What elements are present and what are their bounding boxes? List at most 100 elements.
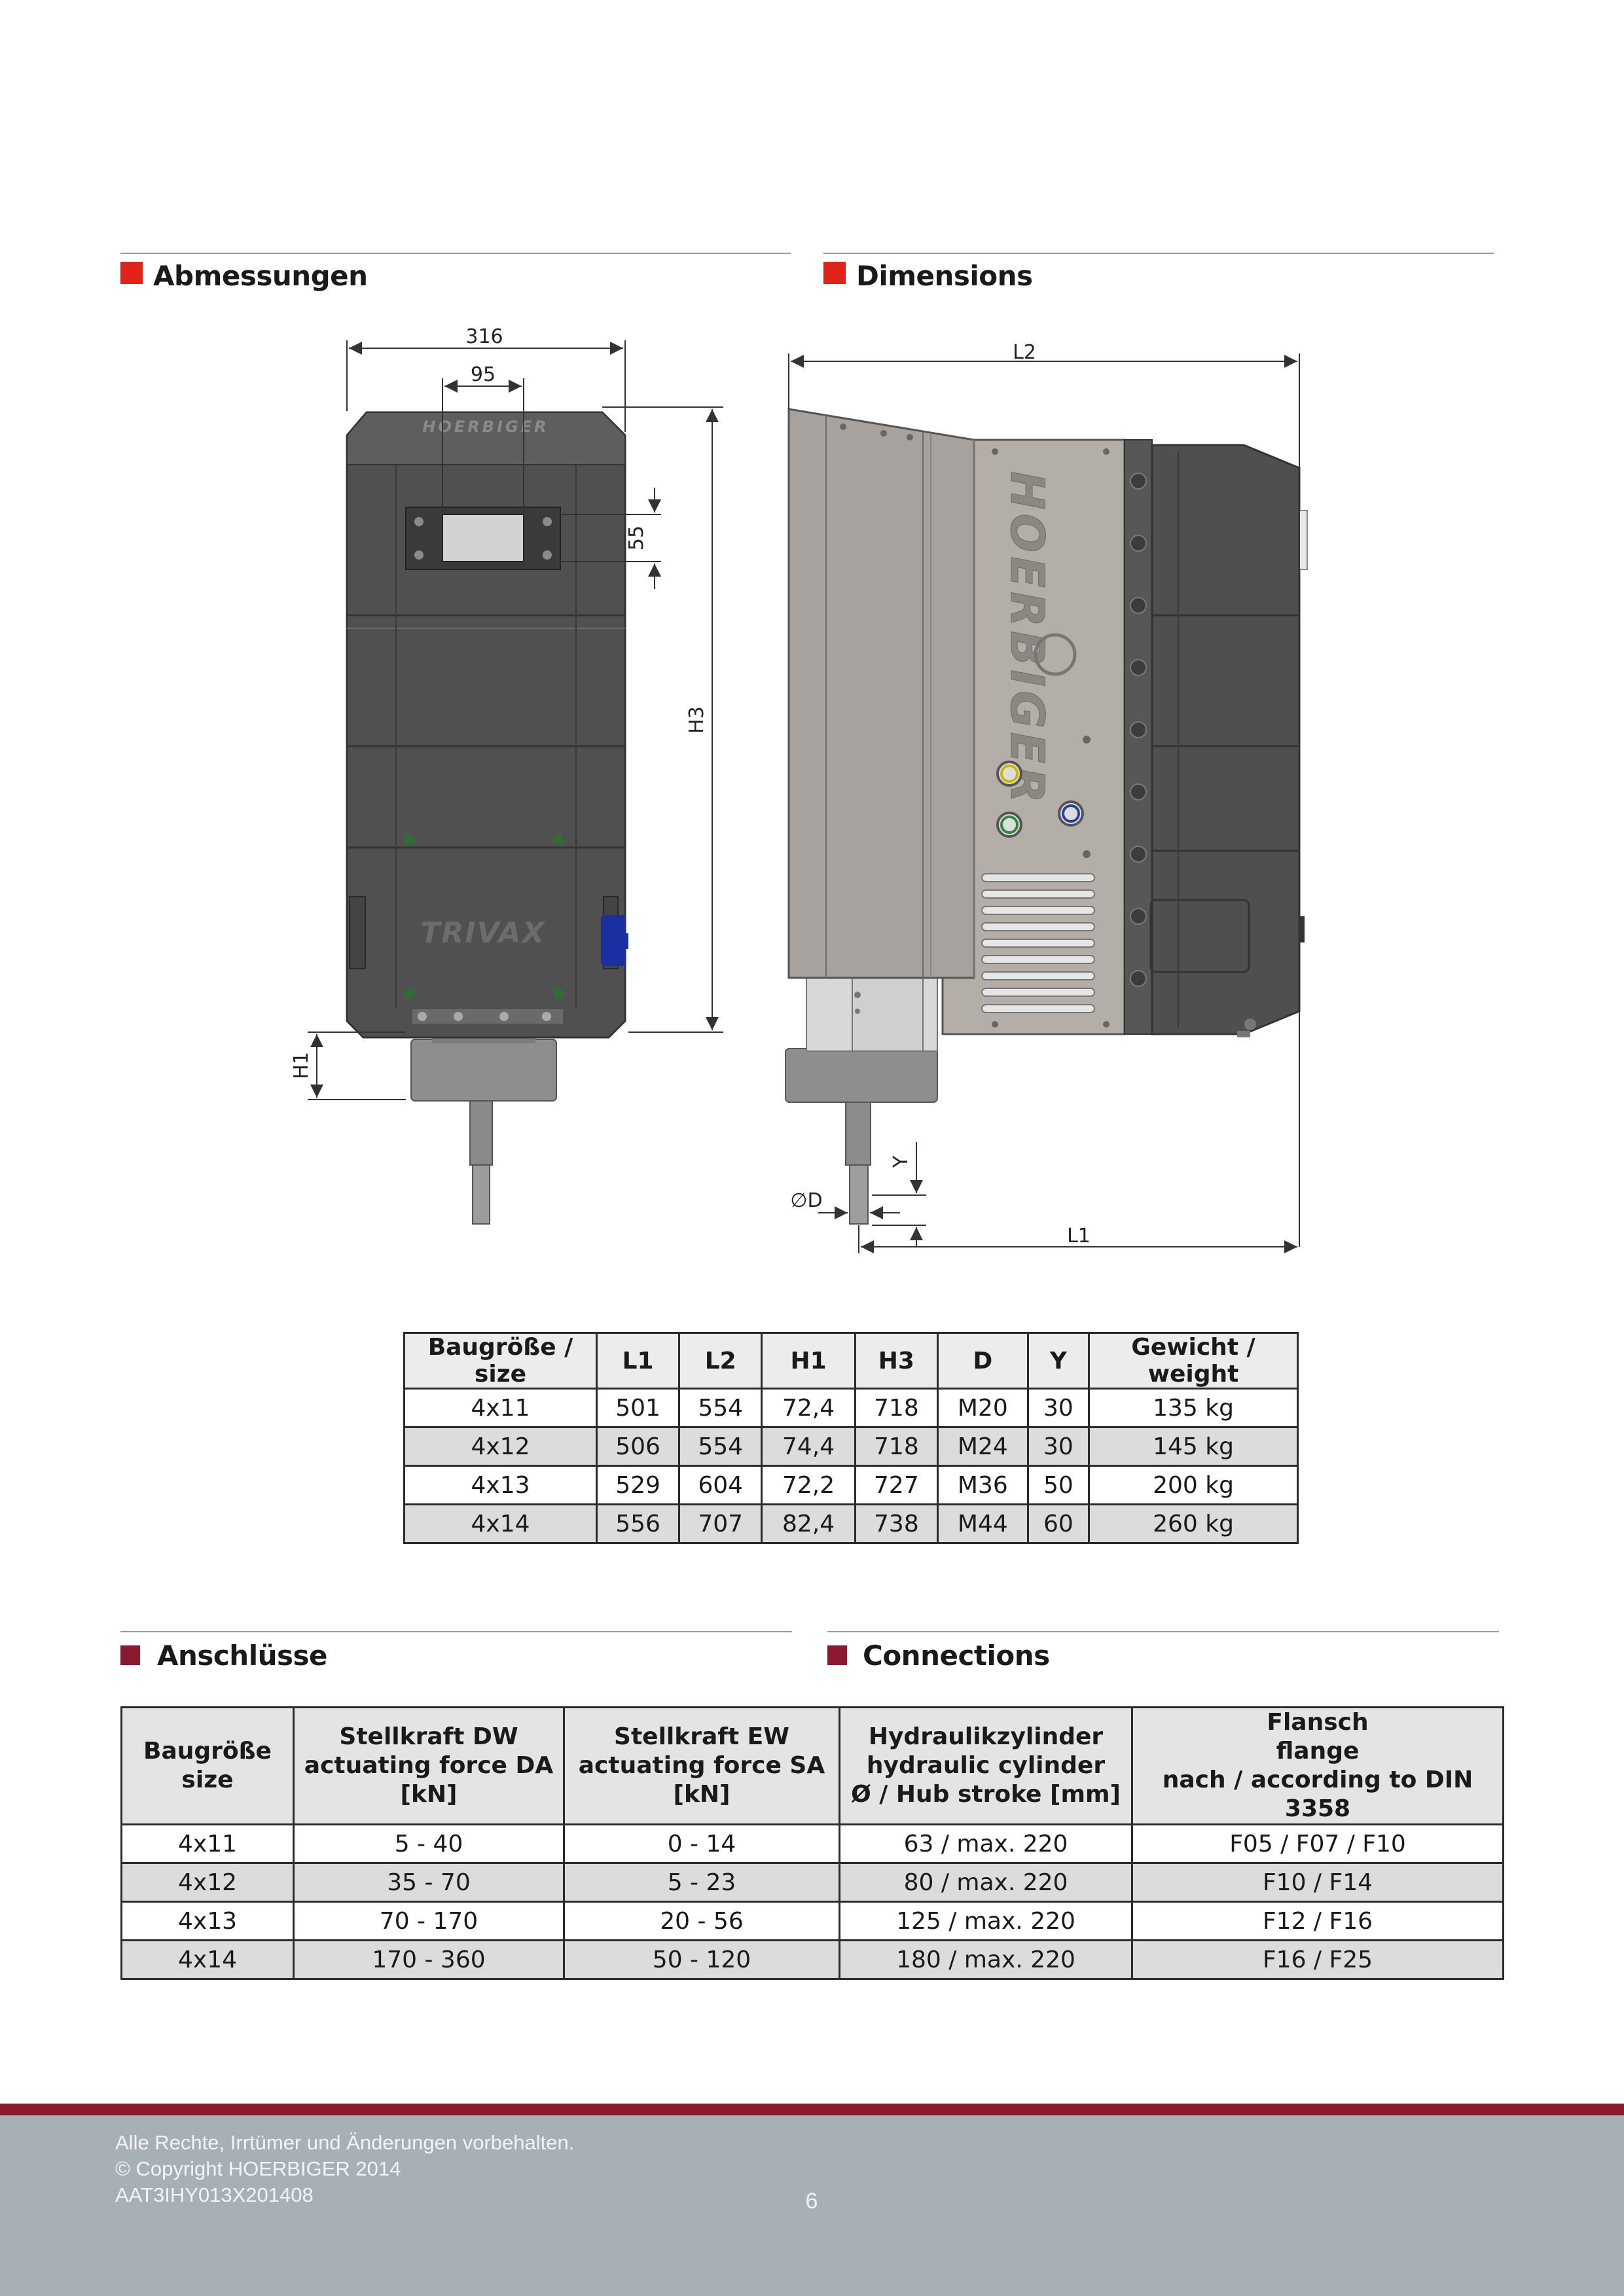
table-header-row: Baugröße size Stellkraft DW actuating fo… [120, 1706, 1504, 1825]
section-rule [120, 1631, 792, 1632]
table-cell: 72,4 [761, 1388, 856, 1428]
table-cell: 50 [1026, 1465, 1091, 1505]
table-cell: 5 - 40 [293, 1823, 565, 1864]
table-cell: F05 / F07 / F10 [1131, 1823, 1504, 1864]
table-cell: M24 [936, 1426, 1029, 1467]
col-header-cylinder: Hydraulikzylinder hydraulic cylinder Ø /… [839, 1706, 1133, 1825]
col-header-y: Y [1026, 1332, 1091, 1390]
header-line: [kN] [400, 1781, 458, 1808]
table-cell: 4x14 [403, 1503, 598, 1544]
footer-accent-bar [0, 2104, 1624, 2115]
dim-l1-label: L1 [1067, 1225, 1091, 1247]
red-square-icon [120, 262, 143, 284]
col-header-flange: Flansch flange nach / according to DIN 3… [1131, 1706, 1504, 1825]
table-row: 4x11 501 554 72,4 718 M20 30 135 kg [403, 1388, 1299, 1428]
col-header-weight: Gewicht / weight [1088, 1332, 1299, 1390]
table-cell: 260 kg [1088, 1503, 1299, 1544]
trivax-logo: TRIVAX [420, 916, 545, 950]
header-line: Stellkraft DW [339, 1723, 518, 1750]
table-cell: 0 - 14 [563, 1823, 840, 1864]
section-title: Abmessungen [153, 260, 368, 292]
table-cell: 529 [595, 1465, 681, 1505]
table-cell: 125 / max. 220 [839, 1901, 1133, 1941]
table-cell: 738 [854, 1503, 939, 1544]
table-cell: F10 / F14 [1131, 1862, 1504, 1903]
front-view: HOERBIGER TRIVAX 316 95 55 H3 H1 [290, 325, 723, 1225]
section-title: Anschlüsse [157, 1640, 327, 1672]
header-line: nach / according to DIN 3358 [1162, 1767, 1473, 1822]
footer-doc-code: AAT3IHY013X201408 [115, 2183, 314, 2206]
col-header-size: Baugröße / size [403, 1332, 598, 1390]
col-header-l2: L2 [678, 1332, 763, 1390]
section-header-anschluesse: Anschlüsse [120, 1631, 792, 1672]
table-cell: 170 - 360 [293, 1939, 565, 1980]
table-cell: 80 / max. 220 [839, 1862, 1133, 1903]
table-cell: 74,4 [761, 1426, 856, 1467]
table-cell: 30 [1026, 1388, 1091, 1428]
table-cell: 30 [1026, 1426, 1091, 1467]
table-row: 4x12 506 554 74,4 718 M24 30 145 kg [403, 1426, 1299, 1467]
dim-d-label: ∅D [790, 1189, 822, 1212]
table-cell: M20 [936, 1388, 1029, 1428]
table-row: 4x12 35 - 70 5 - 23 80 / max. 220 F10 / … [120, 1862, 1504, 1903]
page-number: 6 [805, 2189, 818, 2214]
header-line: hydraulic cylinder [866, 1752, 1106, 1779]
dimensions-table: Baugröße / size L1 L2 H1 H3 D Y Gewicht … [403, 1332, 1299, 1544]
dim-y-label: Y [890, 1155, 912, 1168]
table-cell: 35 - 70 [293, 1862, 565, 1903]
table-cell: 63 / max. 220 [839, 1823, 1133, 1864]
header-line: size [181, 1767, 234, 1793]
table-cell: 145 kg [1088, 1426, 1299, 1467]
table-cell: 556 [595, 1503, 681, 1544]
maroon-square-icon [827, 1645, 847, 1665]
header-line: Hydraulikzylinder [868, 1723, 1104, 1750]
header-line: actuating force SA [578, 1752, 825, 1779]
table-cell: 5 - 23 [563, 1862, 840, 1903]
table-cell: 20 - 56 [563, 1901, 840, 1941]
footer-copyright: © Copyright HOERBIGER 2014 [115, 2157, 401, 2180]
header-line: Stellkraft EW [614, 1723, 789, 1750]
header-line: Ø / Hub stroke [mm] [851, 1781, 1121, 1808]
red-square-icon [823, 262, 846, 284]
table-cell: M44 [936, 1503, 1029, 1544]
table-cell: 4x13 [120, 1901, 295, 1941]
dim-h1-label: H1 [290, 1052, 313, 1079]
footer-legal: Alle Rechte, Irrtümer und Änderungen vor… [115, 2130, 574, 2208]
col-header-force-dw: Stellkraft DW actuating force DA [kN] [293, 1706, 565, 1825]
table-cell: 501 [595, 1388, 681, 1428]
table-cell: 60 [1026, 1503, 1091, 1544]
table-cell: M36 [936, 1465, 1029, 1505]
technical-drawing: HOERBIGER TRIVAX 316 95 55 H3 H1 [290, 325, 1308, 1253]
table-row: 4x13 70 - 170 20 - 56 125 / max. 220 F12… [120, 1901, 1504, 1941]
page-footer: Alle Rechte, Irrtümer und Änderungen vor… [0, 2104, 1624, 2296]
dim-95-label: 95 [471, 363, 496, 386]
table-cell: 604 [678, 1465, 763, 1505]
table-cell: 200 kg [1088, 1465, 1299, 1505]
front-brand-label: HOERBIGER [422, 418, 549, 436]
table-cell: 727 [854, 1465, 939, 1505]
dim-l2-label: L2 [1013, 341, 1036, 364]
table-cell: F12 / F16 [1131, 1901, 1504, 1941]
table-row: 4x11 5 - 40 0 - 14 63 / max. 220 F05 / F… [120, 1823, 1504, 1864]
table-cell: 718 [854, 1426, 939, 1467]
col-header-h1: H1 [761, 1332, 856, 1390]
header-line: flange [1276, 1738, 1360, 1765]
connections-table: Baugröße size Stellkraft DW actuating fo… [120, 1706, 1504, 1980]
table-cell: 554 [678, 1388, 763, 1428]
header-line: [kN] [673, 1781, 731, 1808]
table-cell: 718 [854, 1388, 939, 1428]
maroon-square-icon [120, 1645, 140, 1665]
table-cell: 72,2 [761, 1465, 856, 1505]
section-title: Connections [863, 1640, 1050, 1672]
section-header-abmessungen: Abmessungen [120, 253, 791, 292]
col-header-force-ew: Stellkraft EW actuating force SA [kN] [563, 1706, 840, 1825]
section-title: Dimensions [856, 260, 1033, 292]
header-line: actuating force DA [304, 1752, 554, 1779]
table-cell: 82,4 [761, 1503, 856, 1544]
table-cell: 4x11 [403, 1388, 598, 1428]
table-row: 4x14 170 - 360 50 - 120 180 / max. 220 F… [120, 1939, 1504, 1980]
table-cell: 4x13 [403, 1465, 598, 1505]
section-rule [827, 1631, 1499, 1632]
side-view: HOERBIGER [785, 341, 1308, 1253]
dim-55-label: 55 [625, 526, 648, 550]
